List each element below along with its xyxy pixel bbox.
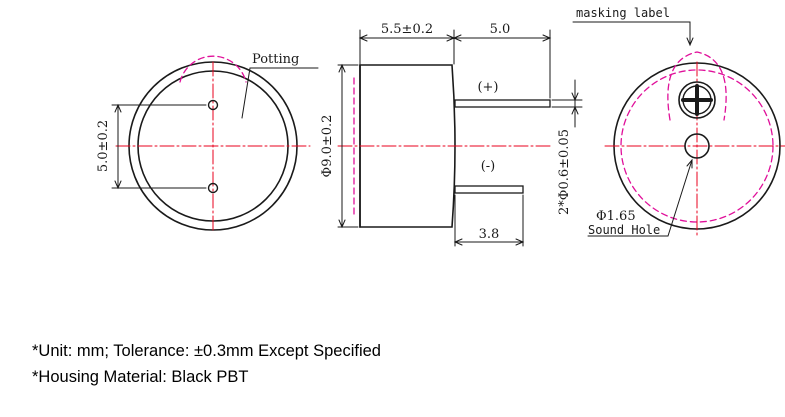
masking-label-outline [667, 51, 727, 121]
pin-dia-label: 2*Φ0.6±0.05 [557, 129, 572, 215]
housing-side-body [359, 64, 456, 228]
buzzer-technical-drawing: Potting 5.0±0.2 5.5±0.2 5.0 Φ9.0±0.2 (+)… [96, 6, 785, 247]
sound-hole-leader [587, 159, 693, 237]
sound-hole-dia-label: Φ1.65 [596, 209, 636, 224]
masking-label-leader [572, 21, 691, 46]
minus-label: (-) [481, 159, 496, 174]
top-dim-right-label: 5.0 [490, 22, 511, 37]
masking-label-text: masking label [576, 6, 670, 20]
hidden-outline [179, 55, 247, 83]
plus-label: (+) [477, 80, 498, 95]
sound-hole-circle [684, 133, 710, 159]
top-dim-left-label: 5.5±0.2 [381, 22, 433, 37]
pin-positive [454, 99, 551, 108]
notes-block: *Unit: mm; Tolerance: ±0.3mm Except Spec… [32, 338, 381, 390]
pin-negative [454, 185, 524, 194]
diameter-label: Φ9.0±0.2 [320, 115, 335, 178]
side-view [337, 29, 583, 247]
pin-pitch-label: 5.0±0.2 [96, 120, 111, 172]
sound-hole-label: Sound Hole [588, 223, 660, 237]
potting-leader [241, 67, 319, 119]
unit-tolerance-note: *Unit: mm; Tolerance: ±0.3mm Except Spec… [32, 342, 381, 360]
housing-material-note: *Housing Material: Black PBT [32, 368, 249, 386]
bottom-view [111, 55, 319, 231]
pin-hole-top [207, 99, 219, 111]
top-view [572, 21, 785, 237]
potting-label: Potting [252, 52, 299, 67]
masking-label-circle [678, 81, 716, 119]
pin-length-label: 3.8 [479, 227, 500, 242]
pin-hole-bottom [207, 182, 219, 194]
